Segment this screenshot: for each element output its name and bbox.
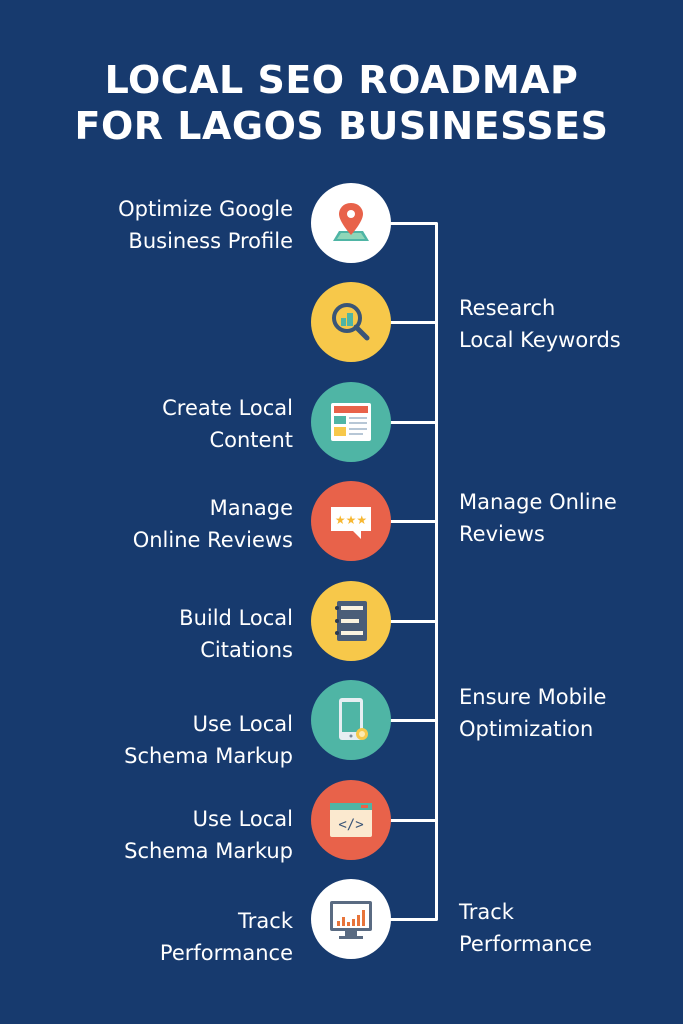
left-label-7: Track Performance bbox=[159, 909, 293, 965]
step-1-circle bbox=[311, 183, 391, 263]
connector-6 bbox=[390, 719, 437, 722]
left-label-6: Use Local Schema Markup bbox=[124, 807, 293, 863]
left-label-1: Optimize Google Business Profile bbox=[118, 197, 293, 253]
right-label-4: Track Performance bbox=[459, 900, 593, 956]
connector-7 bbox=[390, 819, 437, 822]
title-line-2: FOR LAGOS BUSINESSES bbox=[74, 104, 609, 149]
web-content-icon bbox=[331, 403, 371, 441]
left-label-2: Create Local Content bbox=[162, 396, 293, 452]
step-5-circle bbox=[311, 581, 391, 661]
left-label-4: Build Local Citations bbox=[179, 606, 293, 662]
connector-8 bbox=[390, 918, 437, 921]
step-7-circle: </> bbox=[311, 780, 391, 860]
map-pin-icon bbox=[333, 203, 369, 241]
magnifier-chart-icon bbox=[332, 303, 370, 341]
left-label-3: Manage Online Reviews bbox=[132, 496, 293, 552]
svg-text:</>: </> bbox=[338, 817, 363, 833]
connector-4 bbox=[390, 520, 437, 523]
mobile-device-icon bbox=[339, 698, 368, 740]
right-label-1: Research Local Keywords bbox=[459, 296, 621, 352]
right-label-2: Manage Online Reviews bbox=[459, 490, 617, 546]
right-label-3: Ensure Mobile Optimization bbox=[459, 685, 607, 741]
code-window-icon: </> bbox=[330, 803, 372, 837]
step-2-circle bbox=[311, 282, 391, 362]
connector-2 bbox=[390, 321, 437, 324]
page-title: LOCAL SEO ROADMAP FOR LAGOS BUSINESSES bbox=[0, 57, 683, 149]
connector-1 bbox=[390, 222, 437, 225]
review-stars-icon: ★★★ bbox=[331, 507, 371, 539]
step-8-circle bbox=[311, 879, 391, 959]
connector-3 bbox=[390, 421, 437, 424]
left-label-5: Use Local Schema Markup bbox=[124, 712, 293, 768]
monitor-chart-icon bbox=[330, 901, 372, 939]
connector-5 bbox=[390, 620, 437, 623]
roadmap-spine bbox=[435, 222, 438, 921]
step-4-circle: ★★★ bbox=[311, 481, 391, 561]
step-6-circle bbox=[311, 680, 391, 760]
svg-text:★★★: ★★★ bbox=[335, 513, 367, 527]
title-line-1: LOCAL SEO ROADMAP bbox=[104, 58, 579, 103]
notebook-list-icon bbox=[335, 601, 367, 641]
step-3-circle bbox=[311, 382, 391, 462]
